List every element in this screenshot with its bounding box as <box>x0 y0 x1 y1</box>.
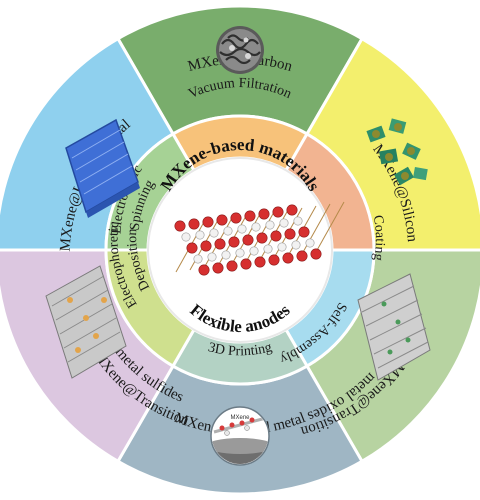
liquid-metal-inset-caption: MXene <box>230 415 250 421</box>
lithium-metal-sheet-illustration <box>65 118 140 218</box>
liquid-metal-inset-illustration: MXene <box>210 406 270 466</box>
carbon-network-illustration <box>216 26 264 74</box>
mid-label-3d-printing: 3D Printing <box>207 340 274 359</box>
mid-label-coating: Coating <box>370 214 387 262</box>
tms-lattice-illustration <box>45 265 127 379</box>
mxene-crystal-illustration <box>174 201 345 276</box>
silicon-flakes-illustration <box>366 118 428 186</box>
tmo-lattice-illustration <box>357 273 431 381</box>
